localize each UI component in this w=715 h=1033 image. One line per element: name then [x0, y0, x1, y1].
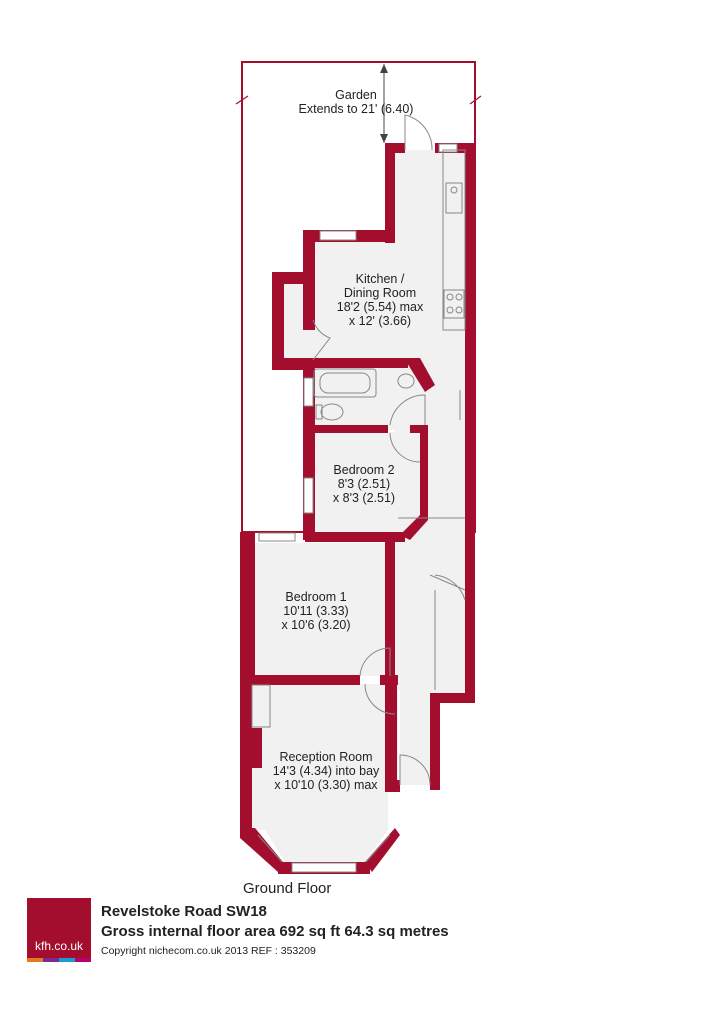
kitchen-fixtures	[442, 149, 466, 331]
svg-text:Garden: Garden	[335, 88, 377, 102]
svg-text:8'3 (2.51): 8'3 (2.51)	[338, 477, 390, 491]
bath-icon	[313, 368, 377, 398]
svg-text:Extends to 21' (6.40): Extends to 21' (6.40)	[299, 102, 414, 116]
svg-text:Bedroom 2: Bedroom 2	[333, 463, 394, 477]
hob-icon	[443, 289, 465, 319]
toilet-icon	[320, 403, 344, 421]
arrow-up-icon	[380, 64, 388, 73]
basin-icon	[397, 373, 415, 389]
boundary-tick-left	[235, 95, 249, 105]
kitchen-label: Kitchen / Dining Room 18'2 (5.54) max x …	[337, 272, 424, 328]
bedroom1-label: Bedroom 1 10'11 (3.33) x 10'6 (3.20)	[281, 590, 350, 632]
boundary-tick-right	[469, 95, 482, 105]
svg-text:x 10'6 (3.20): x 10'6 (3.20)	[281, 618, 350, 632]
reception-fixtures	[251, 684, 271, 728]
svg-text:18'2 (5.54) max: 18'2 (5.54) max	[337, 300, 424, 314]
arrow-down-icon	[380, 134, 388, 143]
svg-text:x 12' (3.66): x 12' (3.66)	[349, 314, 411, 328]
windows	[257, 143, 458, 873]
doors	[312, 114, 466, 786]
svg-text:Kitchen /: Kitchen /	[356, 272, 405, 286]
sink-icon	[445, 182, 463, 214]
svg-text:x 8'3 (2.51): x 8'3 (2.51)	[333, 491, 395, 505]
svg-text:x 10'10 (3.30) max: x 10'10 (3.30) max	[274, 778, 378, 792]
svg-text:Dining Room: Dining Room	[344, 286, 416, 300]
reception-label: Reception Room 14'3 (4.34) into bay x 10…	[273, 750, 380, 792]
svg-text:Bedroom 1: Bedroom 1	[285, 590, 346, 604]
bathroom-fixtures	[313, 368, 415, 421]
bedroom2-label: Bedroom 2 8'3 (2.51) x 8'3 (2.51)	[333, 463, 395, 505]
svg-text:14'3 (4.34) into bay: 14'3 (4.34) into bay	[273, 764, 380, 778]
svg-text:Reception Room: Reception Room	[279, 750, 372, 764]
garden-label: Garden Extends to 21' (6.40)	[299, 88, 414, 116]
svg-text:10'11 (3.33): 10'11 (3.33)	[283, 604, 348, 618]
